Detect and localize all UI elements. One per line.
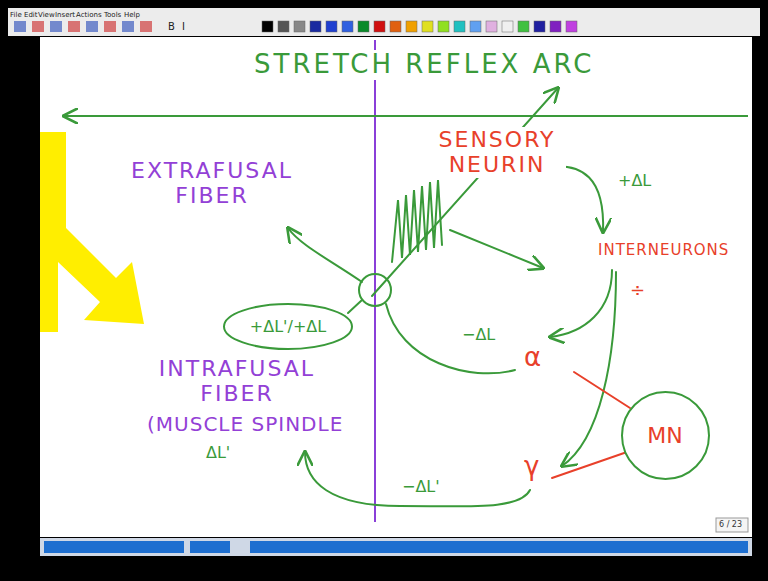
alpha-mn-line — [574, 372, 630, 408]
menu-item: File — [10, 11, 22, 19]
color-swatch-icon — [294, 21, 305, 32]
menu-item: Insert — [55, 11, 75, 19]
color-swatch-icon — [518, 21, 529, 32]
color-swatch-icon — [550, 21, 561, 32]
change-label: −ΔL — [460, 326, 497, 344]
symbol-label: ÷ — [628, 280, 647, 301]
menu-item: Help — [124, 11, 140, 19]
color-swatch-icon — [486, 21, 497, 32]
receptor-coil — [392, 180, 442, 262]
title: STRETCH REFLEX ARC — [252, 50, 596, 80]
motor-neuron-circle: MN — [620, 390, 711, 481]
color-swatch-icon — [310, 21, 321, 32]
color-swatch-icon — [374, 21, 385, 32]
menu-item: Actions — [76, 11, 102, 19]
fiber-label: EXTRAFUSAL FIBER — [120, 158, 304, 209]
color-swatch-icon — [454, 21, 465, 32]
spindle-link — [348, 300, 362, 313]
tool-icon — [122, 21, 134, 32]
menu-item: Tools — [104, 11, 121, 19]
tool-icon — [86, 21, 98, 32]
tool-icon — [68, 21, 80, 32]
page-bar-segment — [190, 541, 230, 553]
color-swatch-icon — [502, 21, 513, 32]
gamma-label: γ — [522, 452, 541, 482]
menu-item: View — [38, 11, 55, 19]
node-text: +ΔL'/+ΔL — [250, 317, 326, 336]
color-swatch-icon — [358, 21, 369, 32]
neuron-label: SENSORY NEURIN — [428, 127, 566, 178]
page-counter: 6 / 23 — [719, 520, 742, 529]
color-swatch-icon — [342, 21, 353, 32]
ellipse-note: +ΔL'/+ΔL — [222, 302, 354, 351]
interneuron-to-alpha-arrow — [550, 270, 612, 337]
color-swatch-icon — [422, 21, 433, 32]
change-label: +ΔL — [616, 172, 653, 190]
tool-icon — [104, 21, 116, 32]
color-swatch-icon — [406, 21, 417, 32]
junction-circle — [359, 274, 391, 306]
node-text: MN — [647, 423, 682, 448]
title-underline — [64, 115, 748, 117]
neuron-label: INTERNEURONS — [596, 242, 731, 259]
divider-line — [374, 40, 376, 522]
page-bar-segment — [250, 541, 748, 553]
tool-icon — [14, 21, 26, 32]
interneuron-to-gamma-arrow — [562, 272, 616, 466]
color-swatch-icon — [470, 21, 481, 32]
fiber-label: INTRAFUSAL FIBER — [140, 356, 334, 407]
italic-button: I — [182, 21, 185, 33]
page-bar — [40, 538, 752, 556]
tool-icon — [140, 21, 152, 32]
color-swatch-icon — [438, 21, 449, 32]
tool-icon — [32, 21, 44, 32]
color-swatch-icon — [566, 21, 577, 32]
gamma-to-spindle-arrow — [305, 452, 530, 506]
tool-icon — [50, 21, 62, 32]
bold-button: B — [168, 21, 175, 33]
change-label: ΔL' — [204, 444, 232, 462]
ascending-arrow — [372, 88, 558, 296]
color-swatch-icon — [390, 21, 401, 32]
gamma-mn-line — [552, 452, 627, 478]
canvas — [40, 37, 752, 537]
change-label: −ΔL' — [400, 478, 442, 496]
alpha-to-fiber-curve — [386, 304, 515, 373]
color-swatch-icon — [262, 21, 273, 32]
spindle-label: (MUSCLE SPINDLE — [145, 413, 345, 436]
page-bar-segment — [44, 541, 184, 553]
sensory-arrow — [450, 230, 543, 268]
menu-item: Edit — [24, 11, 38, 19]
color-swatch-icon — [278, 21, 289, 32]
toolbar-icons — [14, 21, 577, 32]
toolbar — [8, 8, 760, 36]
color-swatch-icon — [326, 21, 337, 32]
alpha-label: α — [522, 343, 543, 373]
extrafusal-arrow — [288, 228, 362, 282]
color-swatch-icon — [534, 21, 545, 32]
page-counter-box — [716, 518, 748, 532]
